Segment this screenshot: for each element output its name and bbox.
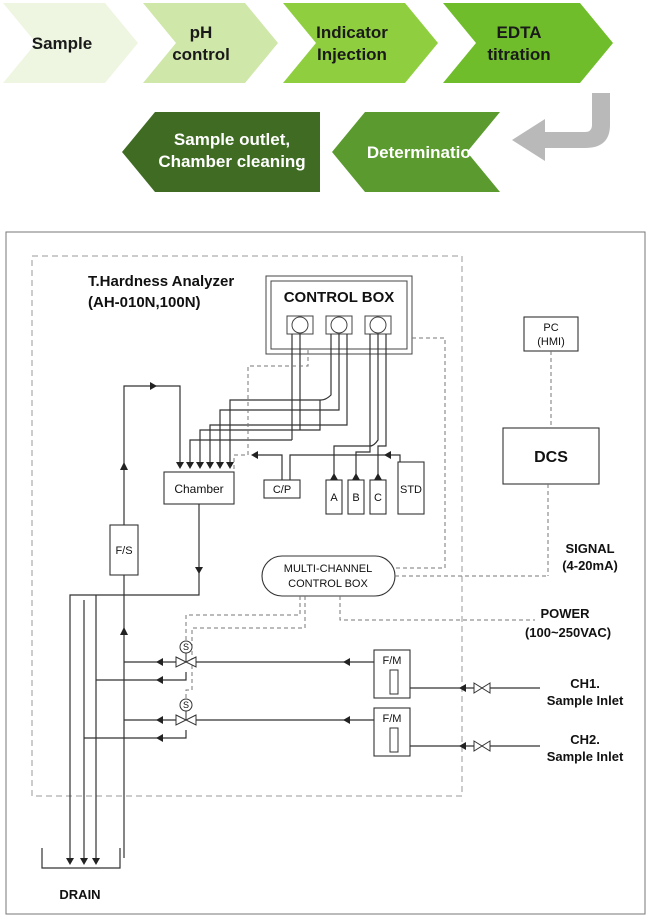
pump-2-icon bbox=[330, 316, 348, 334]
arrow-up-2-icon bbox=[120, 627, 128, 635]
ch2-label-2: Sample Inlet bbox=[547, 749, 624, 764]
drain-tank bbox=[41, 848, 121, 869]
flow-step-indicator-shape bbox=[283, 3, 438, 83]
fs-label: F/S bbox=[115, 545, 132, 557]
dcs-label: DCS bbox=[534, 449, 568, 466]
valve-s1-label: S bbox=[183, 642, 189, 652]
arrow-right-1-icon bbox=[150, 382, 157, 390]
multi-channel-label-1: MULTI-CHANNEL bbox=[284, 563, 372, 575]
drain-label: DRAIN bbox=[59, 887, 100, 902]
pc-label-2: (HMI) bbox=[537, 336, 565, 348]
arrow-left-cp-icon bbox=[251, 451, 258, 459]
pc-label-1: PC bbox=[543, 322, 558, 334]
power-label-2: (100~250VAC) bbox=[525, 625, 611, 640]
schematic-frame bbox=[5, 231, 646, 915]
flow-step-outlet-label-1: Sample outlet, bbox=[174, 130, 290, 149]
std-box bbox=[397, 461, 425, 515]
ch2-label-1: CH2. bbox=[570, 732, 600, 747]
power-label-1: POWER bbox=[540, 606, 590, 621]
flow-meter-1-label: F/M bbox=[383, 655, 402, 667]
return-arrow-icon bbox=[512, 93, 610, 161]
flow-step-edta-shape bbox=[443, 3, 613, 83]
arrow-up-1-icon bbox=[120, 462, 128, 470]
control-box-label: CONTROL BOX bbox=[284, 289, 395, 306]
reagent-a-label: A bbox=[330, 492, 338, 504]
multi-channel-label-2: CONTROL BOX bbox=[288, 578, 368, 590]
flow-step-edta-label-2: titration bbox=[487, 45, 550, 64]
reagent-c-label: C bbox=[374, 492, 382, 504]
flow-step-sample-shape bbox=[3, 3, 138, 83]
pump-3-icon bbox=[369, 316, 387, 334]
flow-step-sample-label: Sample bbox=[32, 34, 92, 53]
fs-box bbox=[109, 524, 139, 576]
pump-1-icon bbox=[291, 316, 309, 334]
chamber-label: Chamber bbox=[174, 482, 223, 496]
std-label: STD bbox=[400, 484, 422, 496]
flow-step-indicator-label-2: Injection bbox=[317, 45, 387, 64]
dcs-box bbox=[502, 427, 600, 485]
reagent-b-label: B bbox=[352, 492, 359, 504]
flow-meter-2-box bbox=[373, 707, 411, 757]
signal-label-2: (4-20mA) bbox=[562, 558, 618, 573]
flow-step-ph-label-2: control bbox=[172, 45, 230, 64]
flow-step-edta-label-1: EDTA bbox=[496, 23, 541, 42]
flow-step-indicator-label-1: Indicator bbox=[316, 23, 388, 42]
flow-step-determination-label: Determination bbox=[367, 143, 481, 162]
cp-label: C/P bbox=[273, 484, 291, 496]
schematic: T.Hardness Analyzer (AH-010N,100N) CONTR… bbox=[5, 231, 646, 915]
valve-s2-label: S bbox=[183, 700, 189, 710]
analyzer-boundary bbox=[31, 255, 463, 797]
flow-step-determination-shape bbox=[332, 112, 500, 192]
process-flow: Sample pH control Indicator Injection ED… bbox=[3, 3, 613, 192]
solenoid-valve-2-icon bbox=[175, 698, 197, 726]
flow-meter-1-box bbox=[373, 649, 411, 699]
flow-step-ph-label-1: pH bbox=[190, 23, 213, 42]
flow-step-ph-shape bbox=[143, 3, 278, 83]
flow-step-outlet-shape bbox=[122, 112, 320, 192]
manual-valve-1-icon bbox=[473, 682, 491, 694]
multi-channel-box bbox=[261, 555, 396, 597]
arrow-down-chamber-icon bbox=[195, 567, 203, 574]
ch1-label-2: Sample Inlet bbox=[547, 693, 624, 708]
flow-meter-2-label: F/M bbox=[383, 713, 402, 725]
analyzer-model: (AH-010N,100N) bbox=[88, 294, 201, 311]
flow-step-outlet-label-2: Chamber cleaning bbox=[158, 152, 305, 171]
signal-label-1: SIGNAL bbox=[565, 541, 614, 556]
solenoid-valve-1-icon bbox=[175, 640, 197, 668]
analyzer-title: T.Hardness Analyzer bbox=[88, 273, 234, 290]
ch1-label-1: CH1. bbox=[570, 676, 600, 691]
manual-valve-2-icon bbox=[473, 740, 491, 752]
